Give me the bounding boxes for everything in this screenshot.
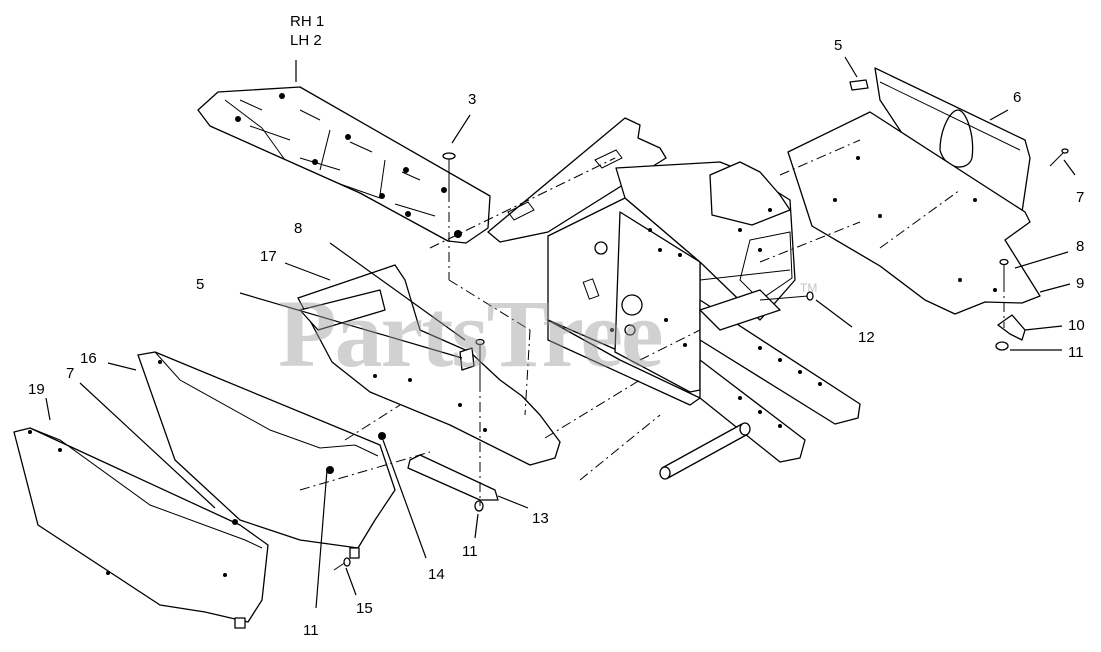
label-9: 9: [1076, 275, 1084, 292]
floor-pan-part[interactable]: [787, 111, 1041, 315]
label-5-top: 5: [834, 37, 842, 54]
label-15: 15: [356, 600, 373, 617]
label-11-center: 11: [462, 543, 478, 560]
label-10: 10: [1068, 317, 1085, 334]
main-frame-part[interactable]: [487, 117, 861, 480]
label-6: 6: [1013, 89, 1021, 106]
label-8-left: 8: [294, 220, 302, 237]
clip-part[interactable]: [849, 79, 869, 91]
nut-right-part[interactable]: [995, 341, 1009, 351]
label-17: 17: [260, 248, 277, 265]
label-7-left: 7: [66, 365, 74, 382]
nut-center-part[interactable]: [474, 500, 484, 512]
leader-lines: [45, 56, 1076, 609]
label-5-left: 5: [196, 276, 204, 293]
bracket-part[interactable]: [997, 314, 1026, 341]
left-plate-part[interactable]: [297, 264, 561, 466]
label-rh1: RH 1: [290, 13, 324, 30]
label-11-right: 11: [1068, 344, 1084, 361]
screw-part[interactable]: [1049, 148, 1069, 167]
label-14: 14: [428, 566, 445, 583]
clip-left-part[interactable]: [459, 347, 475, 371]
label-8-right: 8: [1076, 238, 1084, 255]
bolt-part[interactable]: [442, 152, 456, 192]
label-16: 16: [80, 350, 97, 367]
watermark: PartsTree TM: [278, 280, 817, 387]
right-cover-part[interactable]: [874, 67, 1031, 213]
plate-small-part[interactable]: [349, 547, 360, 559]
bolt-15-part[interactable]: [333, 557, 351, 571]
label-19: 19: [28, 381, 45, 398]
bolt-right-part[interactable]: [999, 258, 1009, 283]
long-panel-part[interactable]: [137, 351, 396, 549]
label-7-right: 7: [1076, 189, 1084, 206]
callout-labels: RH 1 LH 2 3 5 6 7 8 9 10 11 12 8 17 5 16…: [28, 13, 1085, 639]
front-skirt-part[interactable]: [13, 427, 269, 629]
svg-text:TM: TM: [800, 281, 817, 295]
label-13: 13: [532, 510, 549, 527]
label-lh2: LH 2: [290, 32, 322, 49]
bracket-13-part[interactable]: [407, 454, 499, 501]
footrest-part[interactable]: [197, 86, 491, 244]
svg-text:PartsTree: PartsTree: [278, 280, 662, 387]
bolt-left-part[interactable]: [475, 338, 485, 383]
label-12: 12: [858, 329, 875, 346]
label-3: 3: [468, 91, 476, 108]
assembly-lines: [299, 139, 1005, 506]
label-11-bottom: 11: [303, 622, 319, 639]
